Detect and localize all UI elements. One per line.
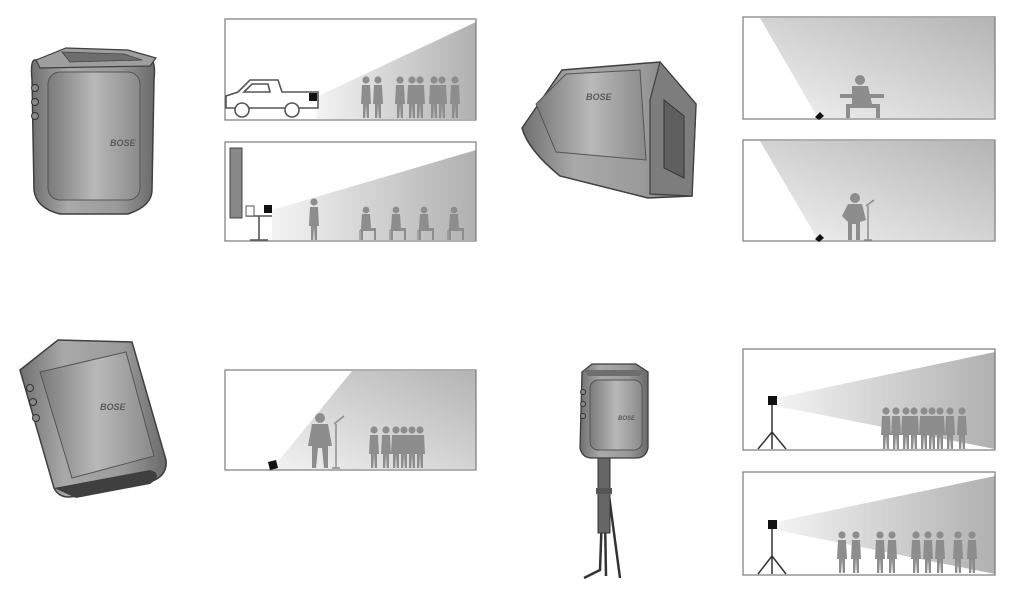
bose-logo: BOSE	[110, 138, 137, 148]
laptop-icon	[245, 205, 255, 217]
speaker-icon	[815, 234, 824, 242]
projection-screen	[229, 147, 243, 219]
scene-seated-guitarist-keyboard	[742, 16, 996, 120]
tripod-icon	[757, 405, 787, 450]
speaker-upright-illustration: BOSE	[30, 47, 158, 215]
scene-seated-guitarist-mic	[742, 139, 996, 242]
speaker-icon	[768, 396, 777, 405]
scene-guitarist-with-crowd	[224, 369, 477, 471]
speaker-icon	[309, 93, 317, 101]
bose-logo: BOSE	[100, 402, 127, 412]
speaker-stand-mount-illustration: BOSE	[579, 363, 649, 580]
speaker-icon	[264, 205, 272, 213]
performer-silhouette	[842, 193, 875, 241]
speaker-icon	[268, 460, 278, 470]
scene-tripod-crowd-tight	[742, 348, 996, 451]
speaker-monitor-tilt-illustration: BOSE	[521, 60, 697, 199]
tripod-icon	[757, 529, 787, 575]
speaker-icon	[815, 112, 824, 120]
scene-tripod-crowd-spaced	[742, 471, 996, 576]
pickup-truck-icon	[225, 79, 319, 118]
bose-logo: BOSE	[586, 92, 613, 102]
speaker-floor-tilt-illustration: BOSE	[19, 339, 167, 498]
speaker-icon	[768, 520, 777, 529]
bose-logo: BOSE	[618, 416, 636, 422]
scene-presentation-seated-audience	[224, 141, 477, 242]
guitarist-silhouette	[308, 413, 345, 469]
scene-truck-tailgate-crowd	[224, 18, 477, 121]
performer-silhouette	[840, 75, 884, 118]
